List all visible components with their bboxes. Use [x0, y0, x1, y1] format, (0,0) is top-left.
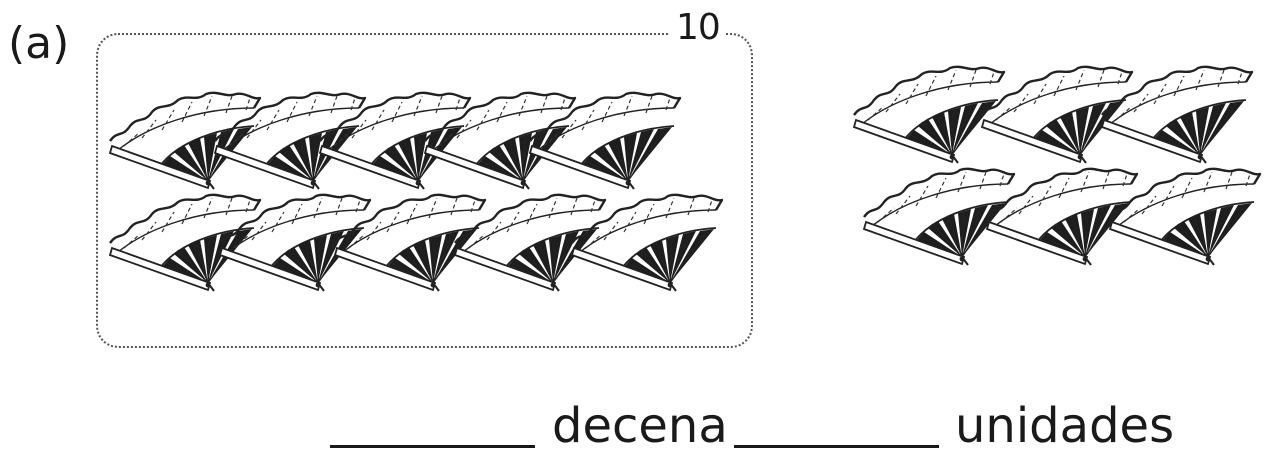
units-answer-word: unidades: [955, 398, 1175, 454]
tens-answer-blank[interactable]: [330, 445, 535, 448]
hand-fan-icon: [862, 167, 1016, 267]
loose-fans: [852, 65, 1262, 267]
grouped-fans-row-2: [108, 193, 724, 293]
units-answer-blank[interactable]: [734, 445, 939, 448]
hand-fan-icon: [852, 65, 1006, 165]
hand-fan-icon: [453, 193, 607, 293]
exercise-label: (a): [8, 18, 70, 69]
hand-fan-icon: [1100, 65, 1254, 165]
ten-group-box: [96, 33, 753, 348]
hand-fan-icon: [980, 65, 1134, 165]
tens-answer-word: decena: [552, 398, 728, 454]
hand-fan-icon: [570, 193, 724, 293]
hand-fan-icon: [108, 91, 262, 191]
ten-group-count: 10: [670, 10, 726, 46]
hand-fan-icon: [108, 193, 262, 293]
grouped-fans-row-1: [108, 91, 682, 191]
hand-fan-icon: [218, 193, 372, 293]
